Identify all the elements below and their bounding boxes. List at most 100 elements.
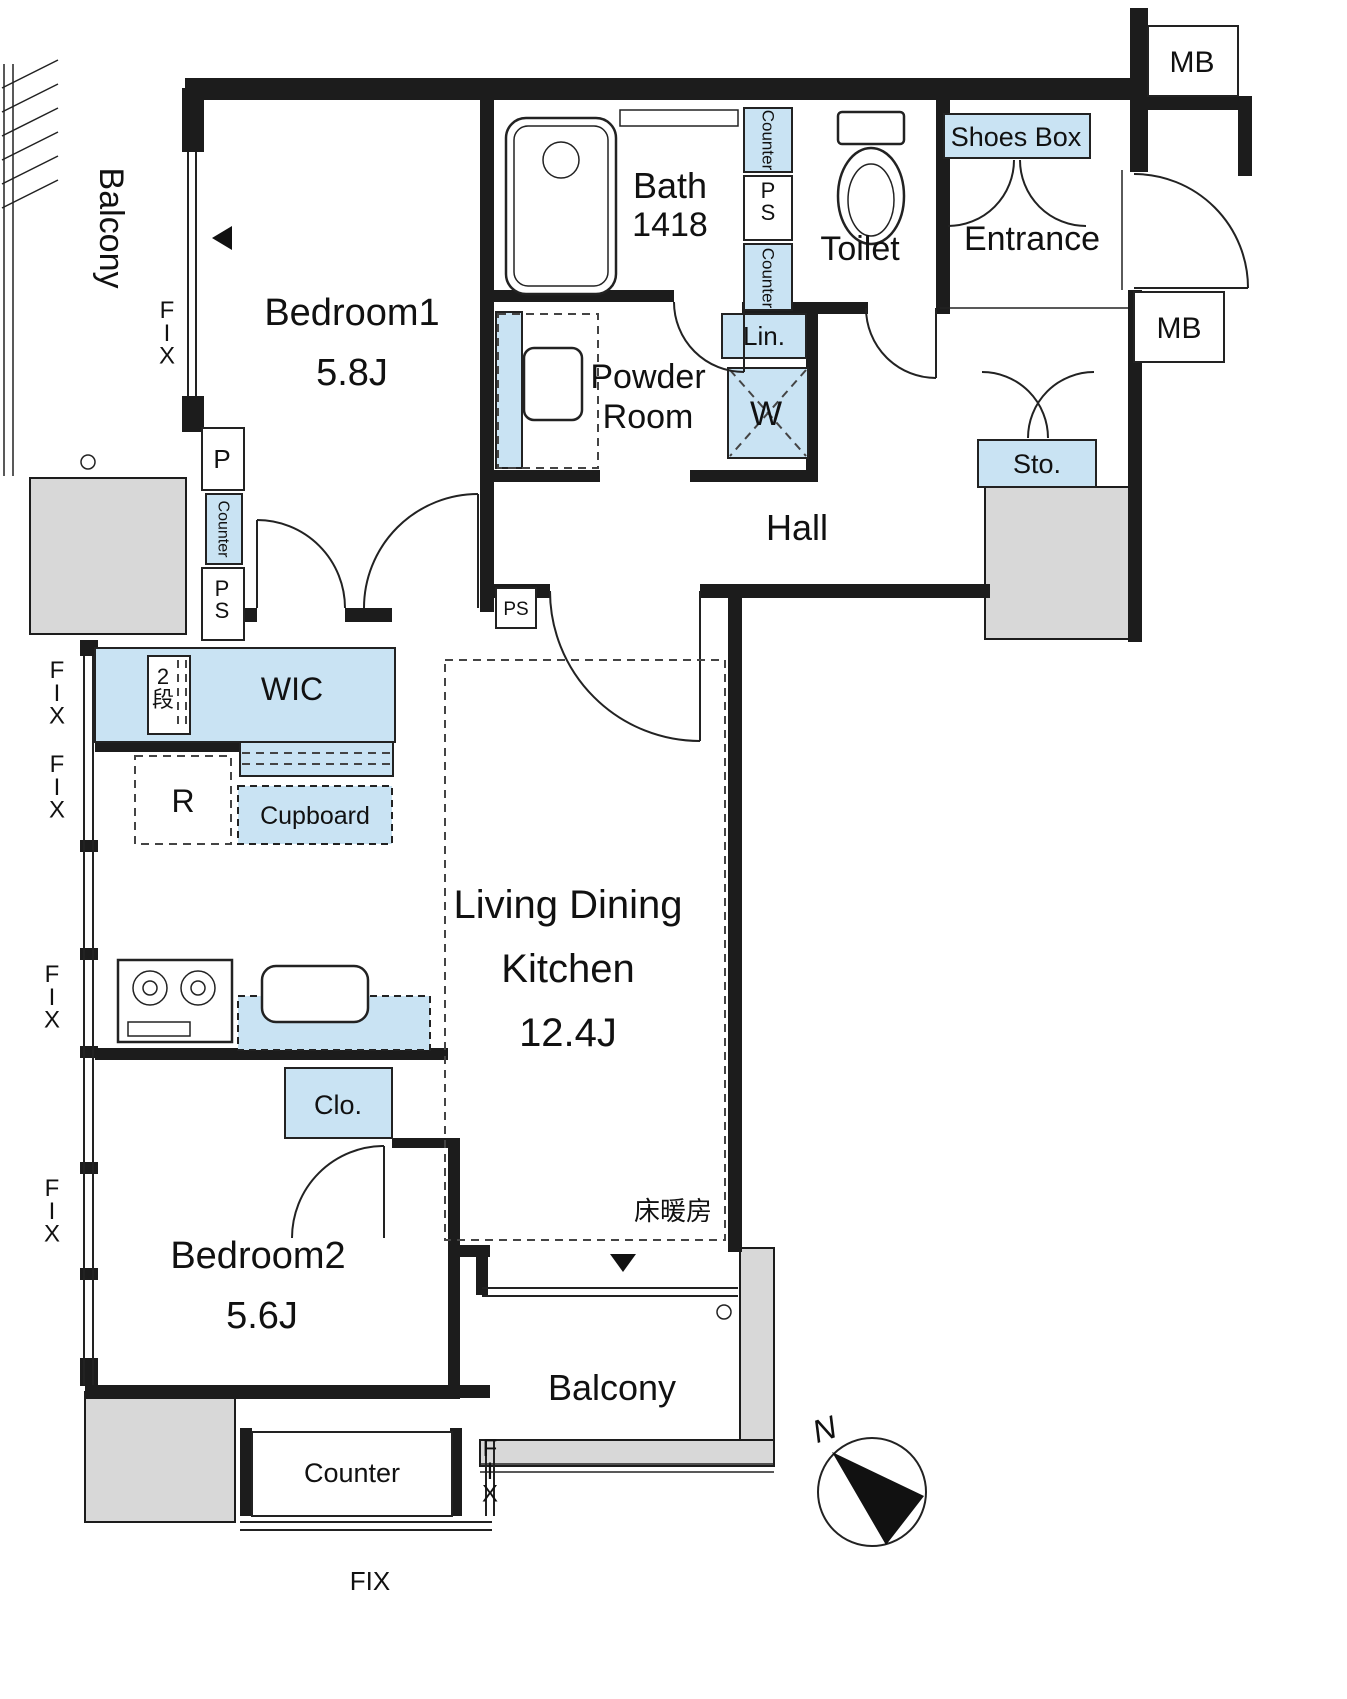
counter-bottom-label: Counter: [304, 1458, 400, 1488]
counter-box-mid: [743, 243, 793, 311]
counter-box-top: [743, 107, 793, 173]
bedroom1-door: [363, 493, 479, 609]
linen-label: Lin.: [743, 321, 785, 351]
counter-box-left: [205, 493, 243, 565]
walls: [80, 8, 1252, 1516]
ldk-label-2: Kitchen: [501, 947, 634, 991]
powder-room-label-1: Powder: [590, 358, 705, 396]
storage-label: Sto.: [1013, 449, 1061, 479]
drain-icon: [80, 454, 96, 470]
bedroom1-size: 5.8J: [316, 352, 388, 394]
balcony-bottom-label: Balcony: [548, 1367, 676, 1408]
ps-shaft-box-left: [201, 567, 245, 641]
refrigerator-label: R: [171, 783, 194, 819]
ps-label-hall: PS: [503, 599, 528, 620]
balcony-structures: [1, 59, 774, 1473]
bedroom2-label: Bedroom2: [170, 1235, 345, 1277]
ps-shaft-box-bath: [743, 175, 793, 241]
compass-circle: [817, 1437, 927, 1547]
bath-door: [673, 301, 745, 373]
windows: [83, 152, 738, 1531]
washer-cross: [729, 369, 807, 457]
ldk-label-1: Living Dining: [453, 883, 682, 927]
bedroom1-label: Bedroom1: [264, 292, 439, 334]
ldk-floor-heating-area: [444, 659, 726, 1241]
wic-door: [256, 519, 346, 609]
mb-label-top: MB: [1170, 46, 1215, 79]
compass-needle: [832, 1452, 924, 1545]
compass: N: [808, 1408, 927, 1547]
mb-label-right: MB: [1157, 312, 1202, 345]
mb-box-right: [1133, 291, 1225, 363]
storage-doors: [981, 371, 1095, 439]
closet-label: Clo.: [314, 1090, 362, 1120]
balcony-top-label: Balcony: [92, 168, 130, 289]
utility-boxes: [147, 25, 1239, 1517]
entrance-label: Entrance: [964, 220, 1100, 258]
washbasin-icon: [497, 313, 599, 469]
cupboard-label: Cupboard: [260, 802, 370, 830]
powder-room-label-2: Room: [603, 398, 694, 436]
bedroom2-door: [291, 1145, 385, 1239]
slab-hall-right: [984, 486, 1132, 640]
dashed-areas: [134, 659, 726, 1241]
bath-shelf: [619, 109, 739, 127]
storage-box: [977, 439, 1097, 488]
entrance-door: [1133, 173, 1249, 289]
bathtub-icon: [504, 116, 618, 296]
toilet-door: [865, 307, 937, 379]
fixtures: [116, 109, 1128, 1272]
slab-bottom-left: [84, 1391, 236, 1523]
triangle-marker-left: [212, 226, 232, 250]
counter-label-top: Counter: [759, 110, 778, 171]
mb-box-top: [1147, 25, 1239, 97]
triangle-marker-down: [610, 1254, 636, 1272]
wic-area: [94, 647, 396, 743]
ps-shaft-box-hall: [495, 587, 537, 629]
p-shaft-box: [201, 427, 245, 491]
slab-balcony-bottom: [479, 1439, 775, 1467]
counter-label-left: Counter: [215, 501, 232, 559]
hall-label: Hall: [766, 507, 828, 548]
p-label: P: [213, 444, 230, 474]
shoes-box: [943, 113, 1091, 159]
sink-icon: [260, 964, 370, 1024]
shoes-box-doors: [947, 159, 1087, 227]
linen-box: [721, 313, 807, 359]
doors: [256, 159, 1249, 1239]
wic-label: WIC: [261, 671, 323, 707]
bedroom2-size: 5.6J: [226, 1295, 298, 1337]
toilet-icon: [836, 110, 906, 246]
floor-heating-label: 床暖房: [634, 1196, 712, 1226]
wic-hanger-strip: [239, 741, 394, 777]
hatch-lines: [1, 59, 59, 209]
slab-balcony-bottom-right: [739, 1247, 775, 1467]
cupboard-box: [237, 785, 393, 845]
toilet-label: Toilet: [820, 230, 900, 268]
washer-label: W: [750, 395, 782, 433]
ldk-door: [549, 590, 701, 742]
ldk-size: 12.4J: [519, 1011, 617, 1055]
bath-size: 1418: [632, 206, 708, 244]
drain-icon: [716, 1304, 732, 1320]
closet-box: [284, 1067, 393, 1139]
two-tier-shelf-box: [147, 655, 191, 735]
refrigerator-space: [134, 755, 232, 845]
shoes-box-label: Shoes Box: [951, 122, 1082, 152]
counter-label-mid: Counter: [759, 248, 778, 309]
bath-label: Bath: [633, 165, 707, 206]
stove-icon: [116, 958, 234, 1044]
fix-label-bottom: FIX: [350, 1566, 390, 1596]
vanity-strip: [495, 311, 523, 469]
